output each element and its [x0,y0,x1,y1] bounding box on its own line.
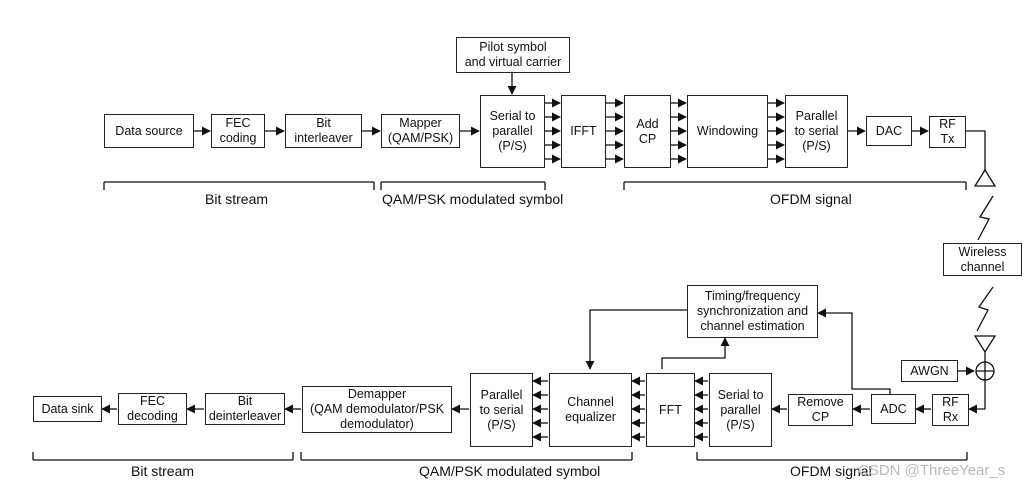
parallel-to-serial-rx-block: Parallel to serial (P/S) [470,373,533,447]
data-source-block: Data source [104,114,194,148]
top-ofdm-label: OFDM signal [770,191,852,207]
bottom-ofdm-label: OFDM signal [790,463,872,479]
bit-interleaver-block: Bit interleaver [285,114,362,148]
wireless-channel-block: Wireless channel [943,243,1022,276]
dac-block: DAC [866,116,912,146]
bracket-bottom-modulated [300,452,633,461]
pilot-symbol-block: Pilot symbol and virtual carrier [456,37,570,73]
parallel-arrows-windowing-p2s [768,98,785,164]
ifft-block: IFFT [561,95,606,168]
arrow-sum-rfrx [968,380,986,414]
remove-cp-block: Remove CP [788,394,853,426]
bracket-bottom-ofdm [696,452,968,461]
parallel-arrows-equalizer-p2s [532,376,548,442]
bracket-top-modulated [380,181,546,190]
parallel-arrows-s2p-fft [694,376,708,442]
sync-estimation-block: Timing/frequency synchronization and cha… [687,285,818,338]
arrow-sync-equalizer [585,309,687,370]
bracket-top-ofdm [623,181,967,190]
top-bit-stream-label: Bit stream [205,191,269,207]
fec-decoding-block: FEC decoding [118,393,187,425]
bracket-top-bit-stream [103,181,375,190]
awgn-block: AWGN [901,360,958,382]
serial-to-parallel-rx-block: Serial to parallel (P/S) [709,373,772,447]
parallel-arrows-addcp-windowing [671,98,687,164]
arrow-fft-sync [661,337,730,369]
adder-icon [975,361,995,381]
top-modulated-label: QAM/PSK modulated symbol [382,191,564,207]
parallel-arrows-fft-equalizer [631,376,645,442]
adc-block: ADC [871,394,916,424]
line-rftx-antenna [966,130,986,170]
data-sink-block: Data sink [33,396,102,422]
parallel-arrows-ifft-addcp [606,98,624,164]
parallel-to-serial-tx-block: Parallel to serial (P/S) [785,95,848,168]
windowing-block: Windowing [687,95,768,168]
fft-block: FFT [646,373,695,447]
parallel-arrows-s2p-ifft [545,98,561,164]
rf-tx-block: RF Tx [929,116,966,148]
bottom-modulated-label: QAM/PSK modulated symbol [419,463,601,479]
tx-lightning-icon [977,195,994,241]
fec-coding-block: FEC coding [211,114,265,148]
add-cp-block: Add CP [624,95,671,168]
demapper-block: Demapper (QAM demodulator/PSK demodulato… [302,386,452,433]
bracket-bottom-bit-stream [32,452,294,461]
bit-deinterleaver-block: Bit deinterleaver [205,393,285,425]
tx-antenna-icon [973,168,997,187]
watermark: CSDN @ThreeYear_s [858,462,1006,479]
bottom-bit-stream-label: Bit stream [131,463,195,479]
rx-lightning-icon [976,286,994,332]
serial-to-parallel-tx-block: Serial to parallel (P/S) [480,95,545,168]
channel-equalizer-block: Channel equalizer [549,373,632,447]
rx-antenna-icon [973,335,997,354]
mapper-block: Mapper (QAM/PSK) [381,114,460,148]
rf-rx-block: RF Rx [932,394,969,426]
